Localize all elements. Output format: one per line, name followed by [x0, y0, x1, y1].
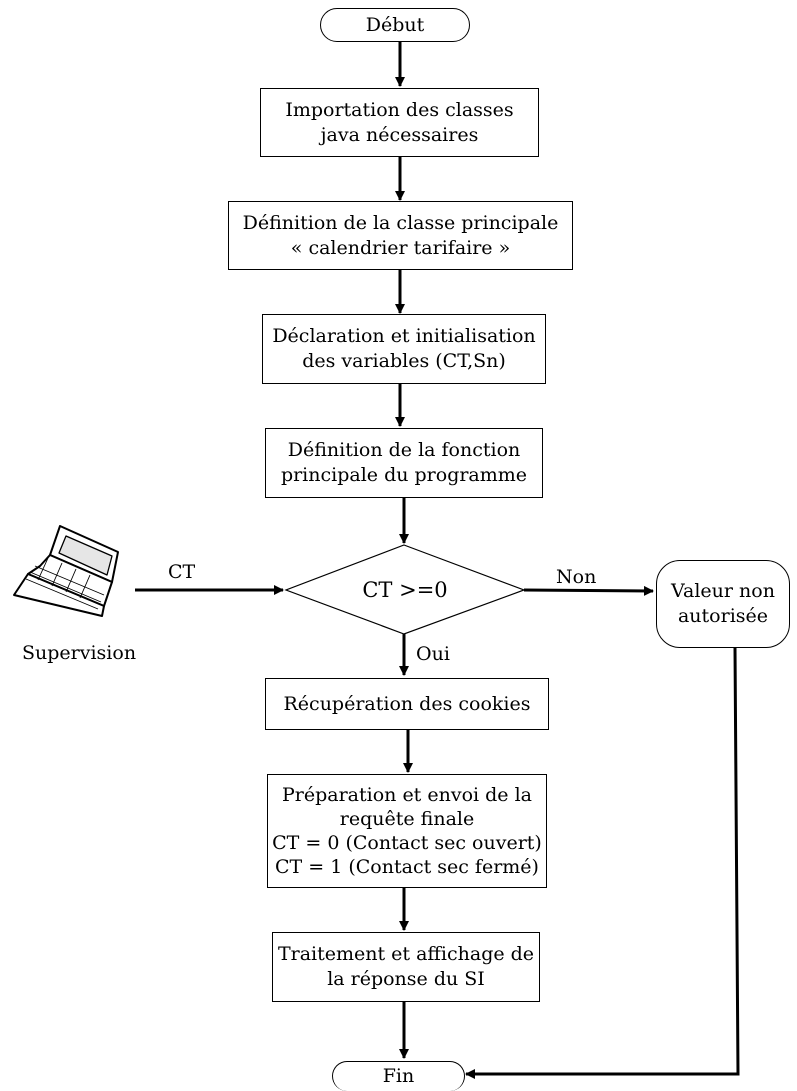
step-import-line-1: Importation des classes [285, 98, 514, 121]
step-cookies-label: Récupération des cookies [283, 692, 531, 715]
arrow-reject-to-end [465, 647, 740, 1079]
step-request-line-4: CT = 1 (Contact sec fermé) [275, 856, 539, 878]
reject-terminator: Valeur non autorisée [656, 560, 790, 648]
laptop-icon [13, 525, 119, 617]
supervision-label: Supervision [22, 642, 137, 664]
step-main-class: Définition de la classe principale « cal… [228, 201, 573, 270]
end-terminator: Fin [332, 1061, 465, 1091]
reject-line-2: autorisée [677, 605, 769, 627]
step-variables-line-1: Déclaration et initialisation [272, 325, 536, 347]
step-main-function-line-1: Définition de la fonction [287, 439, 521, 461]
step-import-line-2: java nécessaires [320, 123, 479, 146]
yes-label: Oui [416, 643, 450, 665]
input-ct-label: CT [168, 561, 196, 583]
decision-label: CT >=0 [362, 578, 448, 602]
step-request-line-1: Préparation et envoi de la [282, 784, 532, 806]
step-request-line-3: CT = 0 (Contact sec ouvert) [272, 832, 542, 854]
step-main-function: Définition de la fonction principale du … [265, 428, 543, 498]
step-main-class-line-2: « calendrier tarifaire » [290, 236, 511, 259]
end-label: Fin [382, 1065, 415, 1087]
step-import-classes: Importation des classes java nécessaires [260, 88, 539, 157]
step-response-line-1: Traitement et affichage de [277, 943, 535, 965]
step-request: Préparation et envoi de la requête final… [267, 774, 547, 888]
step-main-function-line-2: principale du programme [280, 464, 528, 486]
arrow-decision-to-reject [523, 585, 654, 596]
start-label: Début [365, 13, 425, 36]
reject-line-1: Valeur non [671, 580, 775, 602]
step-main-class-line-1: Définition de la classe principale [242, 211, 559, 234]
start-terminator: Début [320, 8, 470, 42]
step-request-line-2: requête finale [339, 808, 475, 830]
step-response: Traitement et affichage de la réponse du… [272, 932, 540, 1002]
step-variables-line-2: des variables (CT,Sn) [302, 350, 506, 372]
no-label: Non [556, 566, 597, 588]
step-cookies: Récupération des cookies [265, 678, 549, 730]
step-variables: Déclaration et initialisation des variab… [262, 314, 546, 384]
step-response-line-2: la réponse du SI [327, 968, 485, 990]
